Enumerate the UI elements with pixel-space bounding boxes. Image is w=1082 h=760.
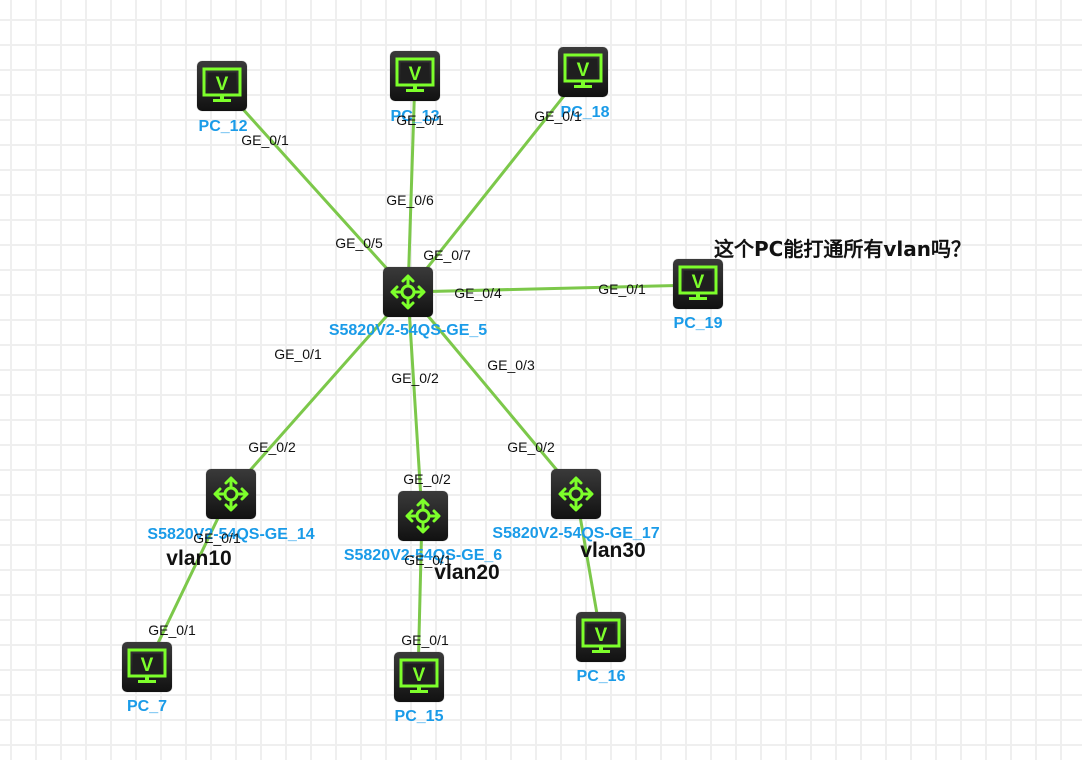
node-label-pc19: PC_19 bbox=[673, 315, 723, 332]
link-pc12-s5[interactable] bbox=[220, 84, 410, 294]
monitor-icon: V bbox=[127, 648, 167, 683]
node-label-pc12: PC_12 bbox=[198, 118, 248, 135]
port-label-s5-ge07: GE_0/7 bbox=[423, 247, 471, 263]
node-label-pc15: PC_15 bbox=[394, 708, 444, 725]
svg-text:V: V bbox=[413, 665, 426, 686]
port-label-pc15: GE_0/1 bbox=[401, 632, 449, 648]
port-label-s5-ge06: GE_0/6 bbox=[386, 192, 434, 208]
pc-node-pc15[interactable]: V bbox=[394, 652, 444, 702]
link-pc19-s5[interactable] bbox=[407, 283, 699, 294]
node-label-s6: S5820V2-54QS-GE_6 bbox=[343, 547, 503, 564]
port-label-s5-ge01: GE_0/1 bbox=[274, 346, 322, 362]
monitor-icon: V bbox=[563, 53, 603, 88]
vlan-label-vlan20: vlan20 bbox=[434, 561, 500, 584]
pc-node-pc12[interactable]: V bbox=[197, 61, 247, 111]
svg-text:V: V bbox=[141, 655, 154, 676]
link-s6-pc15[interactable] bbox=[416, 514, 424, 678]
node-label-s17: S5820V2-54QS-GE_17 bbox=[492, 525, 660, 542]
pc-node-pc16[interactable]: V bbox=[576, 612, 626, 662]
pc-node-pc7[interactable]: V bbox=[122, 642, 172, 692]
node-label-s14: S5820V2-54QS-GE_14 bbox=[147, 526, 315, 543]
port-label-s14-ge02: GE_0/2 bbox=[248, 439, 296, 455]
monitor-icon: V bbox=[395, 57, 435, 92]
annotation-text: 这个PC能打通所有vlan吗？ bbox=[714, 237, 971, 261]
pc-node-pc13[interactable]: V bbox=[390, 51, 440, 101]
svg-text:V: V bbox=[577, 60, 590, 81]
router-arrows-icon bbox=[558, 476, 594, 512]
port-label-s6-ge01: GE_0/1 bbox=[404, 552, 452, 568]
link-s5-s6[interactable] bbox=[406, 291, 424, 516]
pc-node-pc19[interactable]: V bbox=[673, 259, 723, 309]
port-label-s17-ge02: GE_0/2 bbox=[507, 439, 555, 455]
link-pc13-s5[interactable] bbox=[406, 75, 417, 293]
switch-node-s17[interactable] bbox=[551, 469, 601, 519]
node-label-pc16: PC_16 bbox=[576, 668, 626, 685]
switch-node-s14[interactable] bbox=[206, 469, 256, 519]
port-label-pc19: GE_0/1 bbox=[598, 281, 646, 297]
link-s5-s14[interactable] bbox=[228, 291, 410, 494]
router-arrows-icon bbox=[213, 476, 249, 512]
router-arrows-icon bbox=[390, 274, 426, 310]
node-label-pc13: PC_13 bbox=[390, 108, 440, 125]
port-label-s6-ge02: GE_0/2 bbox=[403, 471, 451, 487]
monitor-icon: V bbox=[399, 658, 439, 693]
port-label-s14-ge01: GE_0/1 bbox=[193, 530, 241, 546]
router-arrows-icon bbox=[405, 498, 441, 534]
port-label-pc12: GE_0/1 bbox=[241, 132, 289, 148]
node-label-pc18: PC_18 bbox=[560, 104, 610, 121]
vlan-label-vlan30: vlan30 bbox=[580, 539, 646, 562]
svg-text:V: V bbox=[409, 64, 422, 85]
switch-node-s5[interactable] bbox=[383, 267, 433, 317]
port-label-pc18: GE_0/1 bbox=[534, 108, 582, 124]
port-label-s5-ge03: GE_0/3 bbox=[487, 357, 535, 373]
vlan-label-vlan10: vlan10 bbox=[166, 547, 232, 570]
svg-text:V: V bbox=[595, 625, 608, 646]
link-pc18-s5[interactable] bbox=[406, 71, 585, 293]
link-s5-s17[interactable] bbox=[406, 291, 578, 494]
link-s14-pc7[interactable] bbox=[145, 492, 232, 667]
svg-text:V: V bbox=[692, 272, 705, 293]
monitor-icon: V bbox=[581, 618, 621, 653]
node-label-pc7: PC_7 bbox=[126, 698, 168, 715]
pc-node-pc18[interactable]: V bbox=[558, 47, 608, 97]
monitor-icon: V bbox=[202, 67, 242, 102]
port-label-s5-ge02: GE_0/2 bbox=[391, 370, 439, 386]
node-label-s5: S5820V2-54QS-GE_5 bbox=[328, 322, 488, 339]
port-label-pc13: GE_0/1 bbox=[396, 112, 444, 128]
port-label-s5-ge04: GE_0/4 bbox=[454, 285, 502, 301]
port-label-pc7: GE_0/1 bbox=[148, 622, 196, 638]
switch-node-s6[interactable] bbox=[398, 491, 448, 541]
port-label-s5-ge05: GE_0/5 bbox=[335, 235, 383, 251]
svg-text:V: V bbox=[216, 74, 229, 95]
monitor-icon: V bbox=[678, 265, 718, 300]
